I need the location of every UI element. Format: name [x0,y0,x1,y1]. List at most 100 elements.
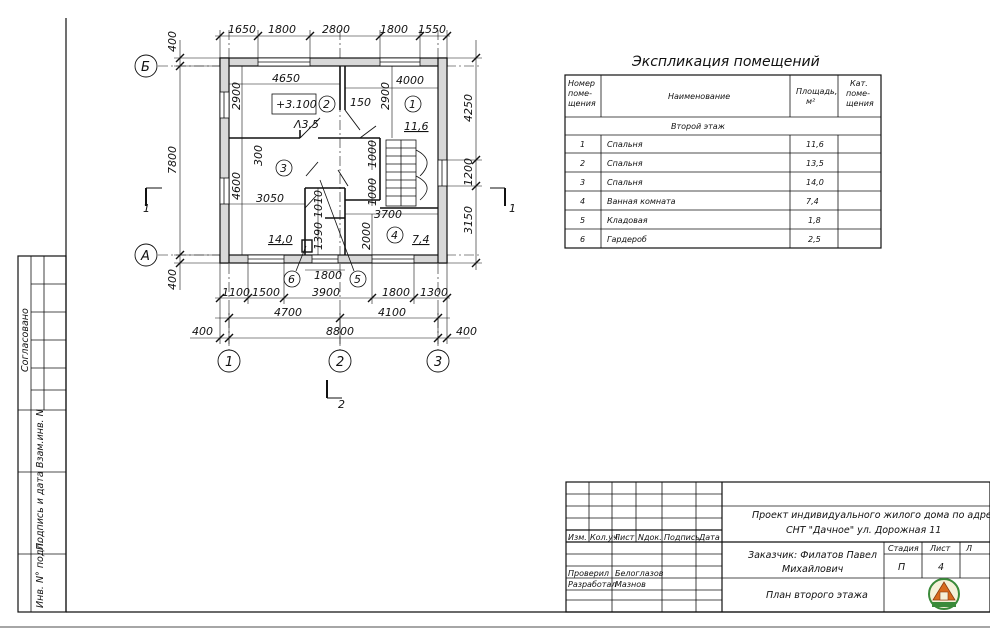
tb-customer-1: Заказчик: Филатов Павел [748,550,877,561]
left-dim-chain [174,40,220,290]
room-num-4: 4 [391,229,398,242]
tb-sheet-name: План второго этажа [766,590,868,601]
interior-walls [229,66,438,255]
dim-corr-1000b: 1000 [366,178,379,206]
row-name: Спальня [607,140,643,149]
row-num: 2 [580,159,585,168]
dim-wall-150: 150 [350,96,371,109]
header-cat: Кат.поме-щения [846,79,874,108]
tb-project: Проект индивидуального жилого дома по ад… [752,510,990,521]
tb-col-data: Дата [698,533,720,542]
tb-col-kolich: Кол.уч [590,533,618,542]
tb-checked-label: Проверил [568,569,609,578]
dim-d1390: 1390 [312,222,325,250]
table-row: 2 Спальня 13,5 [580,159,824,168]
dim-right-2: 1200 [462,158,475,186]
dim-top-1: 1650 [228,23,256,36]
bottom-dim-chains [190,263,470,344]
tb-checked-name: Белоглазов [615,569,664,578]
dim-right-1: 4250 [462,94,475,122]
section-marks [145,187,506,399]
row-name: Спальня [607,178,643,187]
row-area: 2,5 [808,235,821,244]
tb-sheets-label: Л [965,544,972,553]
dim-left-total: 7800 [166,146,179,174]
room-num-6: 6 [288,273,295,286]
dim-bottom-mid-2: 4100 [378,306,406,319]
dim-r4-width: 3700 [374,208,402,221]
tb-col-list: Лист [613,533,635,542]
axis-col-3: 3 [434,355,442,370]
row-area: 1,8 [808,216,821,225]
row-area: 13,5 [806,159,824,168]
top-dim-chain [215,30,452,58]
right-dim-chain [447,40,482,270]
row-name: Гардероб [607,235,647,244]
dim-r4-height: 2000 [360,222,373,250]
side-stamp-sign-date: Подпись и дата [35,471,46,550]
row-num: 6 [580,235,585,244]
tb-col-izm: Изм. [568,533,587,542]
table-row: 6 Гардероб 2,5 [580,235,821,244]
tb-col-ndok: Nдок. [638,533,662,542]
dim-r3-height: 4600 [230,172,243,200]
plan-label-l35: Λ3,5 [293,118,319,131]
dim-bottom-1: 1100 [222,286,250,299]
table-row: 1 Спальня 11,6 [580,140,824,149]
room-num-5: 5 [354,273,361,286]
dim-bottom-2: 1500 [252,286,280,299]
row-name: Спальня [607,159,643,168]
row-name: Ванная комната [607,197,676,206]
dim-bottom-5: 1300 [420,286,448,299]
floor-plan: +3.100 Λ3,5 1 2 3 4 5 6 11,6 14,0 7,4 [134,23,516,411]
table-row: 4 Ванная комната 7,4 [580,197,819,206]
axis-row-b: Б [141,60,150,75]
axis-col-1: 1 [225,355,233,370]
row-num: 3 [580,178,585,187]
side-stamp: Согласовано Взам.инв. N Подпись и дата И… [17,255,67,613]
dim-r2-height: 2900 [230,82,243,110]
row-name: Кладовая [607,216,648,225]
row-num: 4 [580,197,585,206]
table-row: 3 Спальня 14,0 [580,178,824,187]
dim-d1800: 1800 [314,269,342,282]
explication-rows: 1 Спальня 11,6 2 Спальня 13,5 3 Спальня … [580,140,824,244]
tb-address: СНТ "Дачное" ул. Дорожная 11 [786,525,941,536]
tb-stage-label: Стадия [888,544,919,553]
side-stamp-inv: Инв. N° подл. [35,540,46,608]
area-room-3: 14,0 [268,233,293,246]
section-mark-right: 1 [509,202,516,215]
section-mark-left: 1 [143,202,150,215]
stairs [385,139,428,207]
room-num-1: 1 [409,98,416,111]
dim-d1010: 1010 [312,190,325,218]
side-stamp-agreed: Согласовано [20,308,31,372]
explication-title: Экспликация помещений [631,54,820,70]
axis-row-a: А [140,249,150,264]
side-stamp-vzam: Взам.инв. N [35,409,46,468]
company-logo [928,578,960,610]
dim-top-4: 1800 [380,23,408,36]
row-area: 14,0 [806,178,824,187]
axis-col-2: 2 [336,355,344,370]
table-row: 5 Кладовая 1,8 [580,216,821,225]
tb-customer-2: Михайлович [782,564,844,575]
axis-lines [158,30,480,350]
tb-col-podpis: Подпись [664,533,700,542]
dim-top-5: 1550 [418,23,446,36]
dim-bottom-end-right: 400 [456,325,477,338]
tb-sheet: 4 [938,562,944,573]
room-num-2: 2 [323,98,330,111]
tb-sheet-label: Лист [929,544,951,553]
dim-top-2: 1800 [268,23,296,36]
area-room-1: 11,6 [404,120,429,133]
tb-developed-label: Разработал [568,580,616,589]
header-area: Площадь,м² [796,87,837,106]
dim-r1-height: 2900 [379,82,392,110]
dim-bottom-end-left: 400 [192,325,213,338]
row-area: 11,6 [806,140,824,149]
room-num-3: 3 [280,162,287,175]
